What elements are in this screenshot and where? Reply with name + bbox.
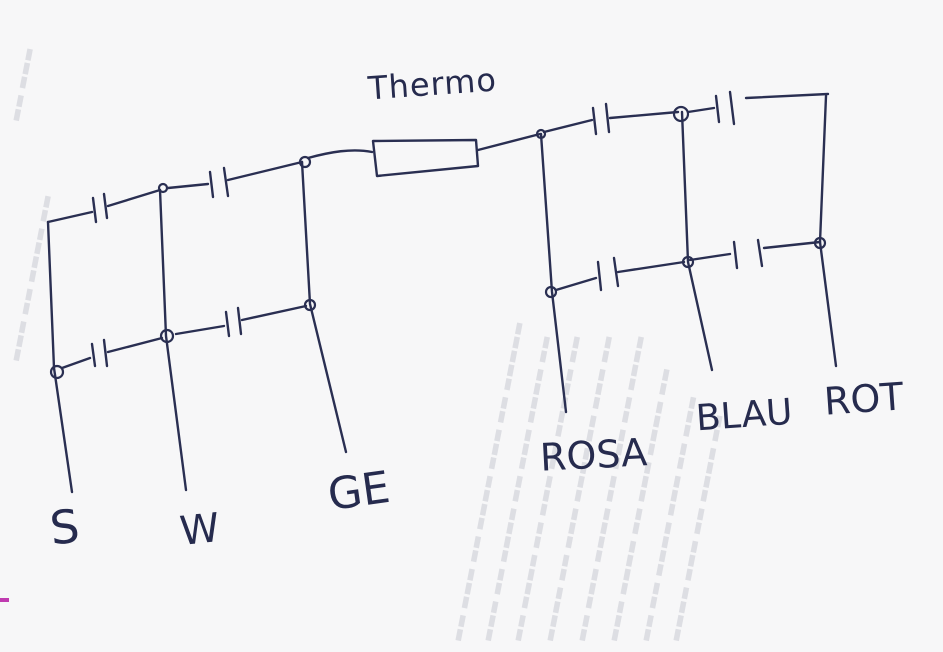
wire-thermo-to-rosa xyxy=(476,132,542,152)
wire-top-left-4 xyxy=(226,160,304,182)
node-s-bottom xyxy=(49,364,65,380)
vertical-rot-top xyxy=(818,94,828,244)
vertical-rot xyxy=(818,240,838,368)
node-w-top xyxy=(157,182,169,194)
wire-top-right-1 xyxy=(542,118,594,134)
vertical-blau xyxy=(680,110,714,372)
terminal-label-rot: ROT xyxy=(822,374,905,424)
vertical-s xyxy=(46,220,74,494)
wire-bot-left-4 xyxy=(240,304,308,322)
wire-bot-right-4 xyxy=(762,240,822,250)
contact-plate-g2 xyxy=(612,256,620,288)
contact-plate-e1 xyxy=(591,106,598,136)
node-w-bottom xyxy=(159,328,175,344)
contact-plate-h1 xyxy=(732,240,739,270)
node-ge-bottom xyxy=(303,298,317,312)
node-blau-bottom xyxy=(681,255,695,269)
vertical-w xyxy=(158,188,188,492)
contact-plate-c1 xyxy=(90,342,97,368)
wire-bot-left-3 xyxy=(174,324,226,336)
terminal-label-w: W xyxy=(177,505,222,555)
wire-top-left-3 xyxy=(166,182,210,190)
terminal-label-ge: GE xyxy=(324,461,394,522)
vertical-ge xyxy=(300,160,348,454)
terminal-label-blau: BLAU xyxy=(694,391,794,440)
wire-ge-to-thermo xyxy=(306,149,374,160)
wire-bot-left-1 xyxy=(60,356,92,370)
contact-plate-h2 xyxy=(756,238,764,268)
wire-top-left-2 xyxy=(106,188,162,208)
wire-top-right-2 xyxy=(608,110,680,120)
wire-bot-right-1 xyxy=(554,276,598,292)
contact-plate-b1 xyxy=(208,170,215,199)
vertical-rosa xyxy=(539,132,568,414)
node-blau-top xyxy=(672,105,690,123)
margin-mark xyxy=(0,598,9,602)
contact-plate-e2 xyxy=(604,102,611,134)
contact-plate-g1 xyxy=(596,260,603,292)
wire-top-left-1 xyxy=(46,210,94,224)
wire-top-right-3 xyxy=(686,106,716,114)
contact-plate-b2 xyxy=(222,166,230,198)
contact-plate-d1 xyxy=(224,310,231,338)
node-rosa-bottom xyxy=(544,285,558,299)
node-rosa-top xyxy=(535,128,547,140)
wire-top-right-4 xyxy=(744,92,830,100)
wire-bot-left-2 xyxy=(106,336,164,354)
contact-plate-f2 xyxy=(728,90,736,126)
node-rot-bottom xyxy=(813,236,827,250)
contact-plate-a1 xyxy=(91,196,98,224)
contact-plate-a2 xyxy=(102,192,109,220)
contact-plate-f1 xyxy=(714,94,721,124)
wire-bot-right-2 xyxy=(616,260,686,274)
node-ge-top xyxy=(298,155,312,169)
contact-plate-c2 xyxy=(102,338,109,368)
thermo-resistor xyxy=(371,138,480,178)
wire-bot-right-3 xyxy=(688,252,732,262)
thermo-label: Thermo xyxy=(366,60,499,108)
terminal-label-rosa: ROSA xyxy=(538,430,649,480)
terminal-label-s: S xyxy=(47,498,82,556)
contact-plate-d2 xyxy=(236,306,243,336)
